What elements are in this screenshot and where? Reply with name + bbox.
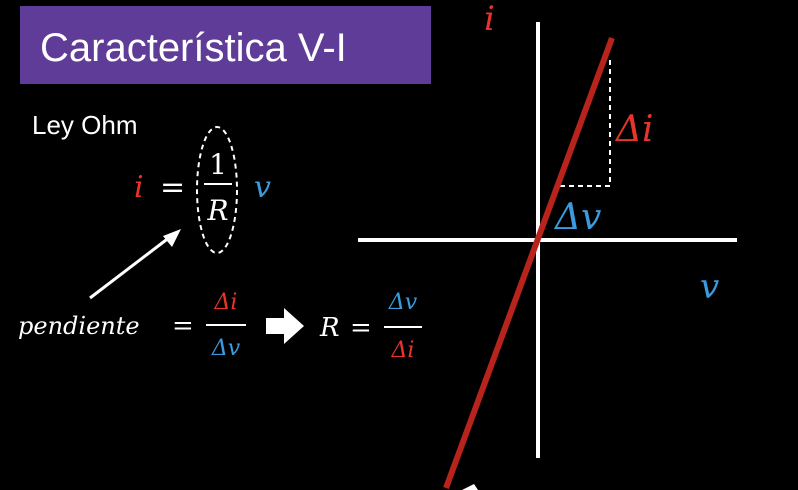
delta-v-label: Δv xyxy=(553,197,601,238)
ohm-lhs: i xyxy=(134,170,144,205)
right-arrow-icon xyxy=(266,308,304,344)
delta-i-label: Δi xyxy=(614,109,654,150)
ohm-numerator: 1 xyxy=(209,148,227,181)
x-axis-label: v xyxy=(700,267,719,307)
slope-numerator: Δi xyxy=(214,290,238,315)
ohm-rhs: v xyxy=(254,170,271,205)
slope-formula: pendiente = Δi Δv xyxy=(18,290,246,361)
title-banner: Característica V-I xyxy=(20,6,431,84)
resistance-equals: = xyxy=(350,313,372,343)
ohm-equals: = xyxy=(160,170,185,205)
resistance-numerator: Δv xyxy=(388,290,418,315)
page-title: Característica V-I xyxy=(40,26,347,70)
slope-equals: = xyxy=(172,311,194,341)
ohm-formula: i = 1 R v xyxy=(134,126,271,254)
pointer-arrow-icon xyxy=(89,229,181,300)
partial-arrow-icon xyxy=(462,484,478,490)
vi-characteristic-line xyxy=(443,36,615,490)
resistance-lhs: R xyxy=(319,313,340,343)
y-axis-label: i xyxy=(484,0,495,39)
resistance-denominator: Δi xyxy=(391,338,415,363)
slope-denominator: Δv xyxy=(211,336,241,361)
slope-lhs: pendiente xyxy=(18,312,140,340)
ohm-denominator: R xyxy=(206,194,228,227)
slope-triangle xyxy=(560,56,611,187)
subtitle: Ley Ohm xyxy=(32,110,138,140)
resistance-formula: R = Δv Δi xyxy=(319,290,422,363)
slope-highlight-ellipse xyxy=(196,126,238,254)
